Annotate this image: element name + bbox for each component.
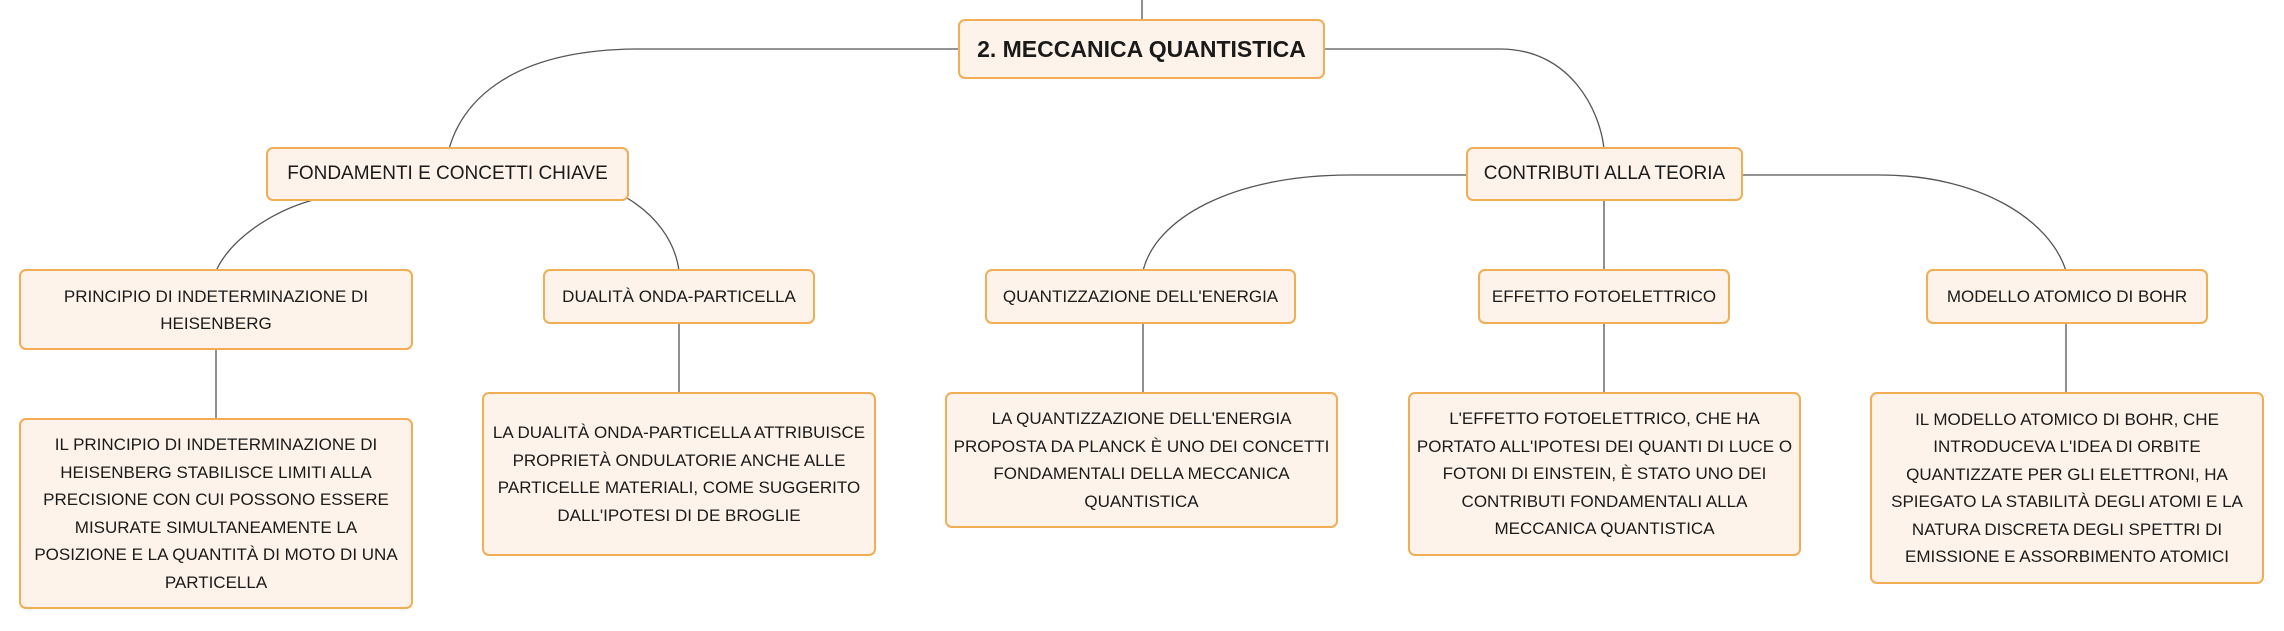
- subtopic-fotoelettrico[interactable]: EFFETTO FOTOELETTRICO: [1478, 269, 1730, 324]
- subtopic-bohr[interactable]: MODELLO ATOMICO DI BOHR: [1926, 269, 2208, 324]
- subtopic-quantizzazione[interactable]: QUANTIZZAZIONE DELL'ENERGIA: [985, 269, 1296, 324]
- topic-contributi-label: CONTRIBUTI ALLA TEORIA: [1483, 163, 1726, 184]
- subtopic-heisenberg-label: PRINCIPIO DI INDETERMINAZIONE DI HEISENB…: [63, 286, 369, 333]
- subtopic-heisenberg[interactable]: PRINCIPIO DI INDETERMINAZIONE DI HEISENB…: [19, 269, 413, 350]
- root-topic-label: 2. MECCANICA QUANTISTICA: [977, 35, 1306, 62]
- note-quantizzazione-text: LA QUANTIZZAZIONE DELL'ENERGIA PROPOSTA …: [953, 409, 1330, 511]
- note-quantizzazione[interactable]: LA QUANTIZZAZIONE DELL'ENERGIA PROPOSTA …: [945, 392, 1338, 528]
- topic-fondamenti[interactable]: FONDAMENTI E CONCETTI CHIAVE: [266, 147, 629, 201]
- connector-root-to-fondamenti: [448, 48, 958, 150]
- note-heisenberg-text: IL PRINCIPIO DI INDETERMINAZIONE DI HEIS…: [34, 435, 398, 592]
- connector-fondamenti-to-heisenberg: [215, 199, 314, 272]
- connector-contributi-to-bohr: [1742, 174, 2067, 272]
- note-fotoelettrico-text: L'EFFETTO FOTOELETTRICO, CHE HA PORTATO …: [1416, 409, 1793, 539]
- root-topic[interactable]: 2. MECCANICA QUANTISTICA: [958, 19, 1325, 79]
- subtopic-bohr-label: MODELLO ATOMICO DI BOHR: [1946, 287, 2188, 306]
- subtopic-dualita-label: DUALITÀ ONDA-PARTICELLA: [562, 287, 796, 306]
- subtopic-fotoelettrico-label: EFFETTO FOTOELETTRICO: [1491, 287, 1717, 306]
- connector-contributi-to-quantizzazione: [1142, 174, 1466, 272]
- note-heisenberg[interactable]: IL PRINCIPIO DI INDETERMINAZIONE DI HEIS…: [19, 418, 413, 609]
- note-bohr-text: IL MODELLO ATOMICO DI BOHR, CHE INTRODUC…: [1891, 409, 2243, 567]
- subtopic-quantizzazione-label: QUANTIZZAZIONE DELL'ENERGIA: [1002, 287, 1279, 306]
- note-bohr[interactable]: IL MODELLO ATOMICO DI BOHR, CHE INTRODUC…: [1870, 392, 2264, 584]
- topic-contributi[interactable]: CONTRIBUTI ALLA TEORIA: [1466, 147, 1743, 201]
- note-fotoelettrico[interactable]: L'EFFETTO FOTOELETTRICO, CHE HA PORTATO …: [1408, 392, 1801, 556]
- connector-root-to-contributi: [1325, 48, 1605, 150]
- note-dualita-text: LA DUALITÀ ONDA-PARTICELLA ATTRIBUISCE P…: [492, 423, 866, 525]
- subtopic-dualita[interactable]: DUALITÀ ONDA-PARTICELLA: [543, 269, 815, 324]
- note-dualita[interactable]: LA DUALITÀ ONDA-PARTICELLA ATTRIBUISCE P…: [482, 392, 876, 556]
- topic-fondamenti-label: FONDAMENTI E CONCETTI CHIAVE: [287, 163, 608, 184]
- connector-fondamenti-to-dualita: [626, 197, 680, 272]
